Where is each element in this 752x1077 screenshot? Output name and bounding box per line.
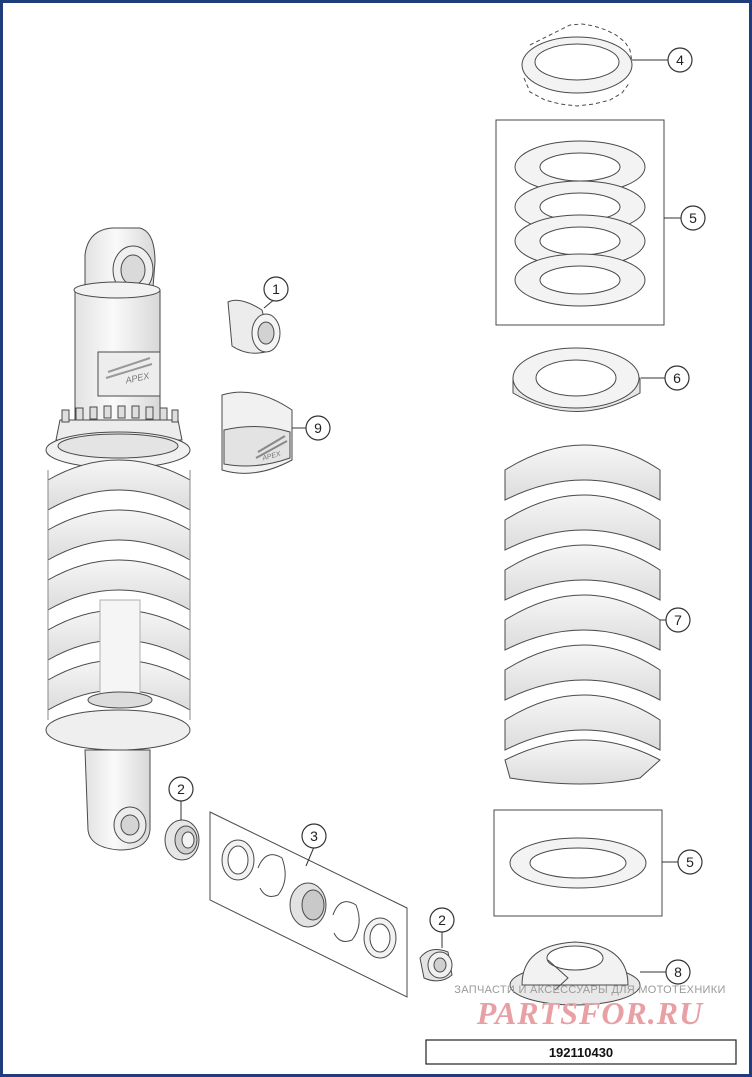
- svg-text:8: 8: [674, 964, 682, 980]
- spring-washers-upper-part: [495, 119, 665, 326]
- callout-2-left: 2: [168, 776, 194, 802]
- drawing-number-box: 192110430: [425, 1039, 737, 1065]
- coil-spring-part: [504, 444, 661, 785]
- spring-adjuster-nut-part: [521, 23, 633, 107]
- spring-retainer-lower-part: [509, 941, 641, 1006]
- spring-retainer-upper-part: [512, 347, 641, 412]
- callout-9: 9: [305, 415, 331, 441]
- svg-text:2: 2: [438, 912, 446, 928]
- callout-8: 8: [665, 959, 691, 985]
- svg-text:7: 7: [674, 612, 682, 628]
- spacer-sleeve-left-part: [164, 819, 200, 861]
- upper-eye-bushing-part: [227, 299, 281, 354]
- callout-2-right: 2: [429, 907, 455, 933]
- watermark-logo: PARTSFOR.RU: [476, 995, 704, 1031]
- callout-6: 6: [664, 365, 690, 391]
- callout-1: 1: [263, 276, 289, 302]
- svg-text:5: 5: [689, 210, 697, 226]
- svg-text:5: 5: [686, 854, 694, 870]
- svg-text:1: 1: [272, 281, 280, 297]
- callout-7: 7: [665, 607, 691, 633]
- spring-washer-lower-part: [493, 809, 663, 917]
- bearing-kit-part: [209, 811, 408, 998]
- spacer-sleeve-right-part: [419, 949, 453, 982]
- callout-leaders: [180, 59, 681, 973]
- svg-text:6: 6: [673, 370, 681, 386]
- watermark: ЗАПЧАСТИ И АКСЕССУАРЫ ДЛЯ МОТОТЕХНИКИ PA…: [454, 984, 725, 1031]
- callout-3: 3: [301, 823, 327, 849]
- svg-text:9: 9: [314, 420, 322, 436]
- svg-text:2: 2: [177, 781, 185, 797]
- svg-text:4: 4: [676, 52, 684, 68]
- shock-absorber-assembly: APEX: [45, 227, 191, 851]
- label-sleeve-part: APEX: [221, 391, 293, 474]
- callout-5-lower: 5: [677, 849, 703, 875]
- drawing-number: 192110430: [549, 1045, 613, 1060]
- svg-text:3: 3: [310, 828, 318, 844]
- sleeve-brand-mark: APEX: [261, 451, 282, 463]
- callout-4: 4: [667, 47, 693, 73]
- watermark-tagline: ЗАПЧАСТИ И АКСЕССУАРЫ ДЛЯ МОТОТЕХНИКИ: [454, 984, 725, 996]
- callout-5-upper: 5: [680, 205, 706, 231]
